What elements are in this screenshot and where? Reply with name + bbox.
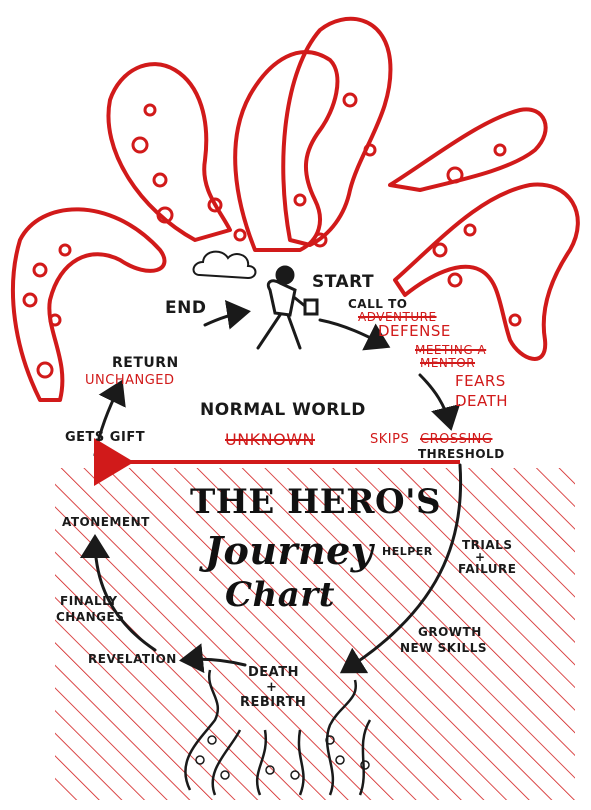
hiker-icon — [256, 265, 319, 350]
label-changes: CHANGES — [56, 610, 125, 624]
label-skips: SKIPS — [370, 432, 410, 447]
label-failure: FAILURE — [458, 562, 517, 576]
tentacle-top-right — [281, 16, 393, 247]
tentacle-center — [233, 50, 340, 252]
label-death-rebirth-3: REBIRTH — [240, 695, 307, 710]
label-new-skills: NEW SKILLS — [400, 641, 487, 655]
label-mentor: MENTOR — [420, 356, 476, 370]
tentacle-left-mid — [106, 62, 232, 242]
unknown-world-hatch — [55, 468, 575, 800]
arc-start-to-call — [318, 318, 391, 351]
label-growth: GROWTH — [418, 625, 482, 639]
chart-title-line1: THE HERO'S — [190, 482, 442, 522]
arc-right-lower — [339, 463, 463, 674]
chart-title-line2: Journey — [205, 528, 374, 573]
label-crossing: CROSSING — [420, 432, 493, 447]
label-fears: FEARS — [455, 372, 506, 390]
label-meeting-a: MEETING A — [415, 343, 487, 357]
label-atonement: ATONEMENT — [62, 515, 150, 529]
label-plus: + — [475, 550, 486, 564]
label-threshold: THRESHOLD — [418, 447, 505, 461]
bottom-tentacles — [184, 669, 372, 796]
label-unchanged: UNCHANGED — [85, 373, 175, 388]
label-end: END — [165, 298, 207, 318]
arc-revelation — [179, 643, 247, 674]
label-return: RETURN — [112, 355, 179, 371]
label-unknown: UNKNOWN — [225, 430, 316, 449]
arc-right-down — [418, 373, 461, 431]
tentacle-far-right — [393, 182, 580, 361]
arc-end-to-start — [203, 299, 251, 330]
chart-title-line3: Chart — [225, 575, 335, 615]
label-normal-world: NORMAL WORLD — [200, 400, 366, 420]
tentacle-right — [388, 107, 548, 192]
label-trials: TRIALS — [462, 538, 513, 552]
tentacle-left — [10, 207, 167, 402]
cloud-icon — [192, 250, 257, 280]
label-death-rebirth-2: + — [266, 680, 278, 695]
label-death-rebirth-1: DEATH — [248, 665, 299, 680]
arc-left-lower — [80, 534, 157, 652]
label-defense: DEFENSE — [378, 322, 451, 340]
label-adventure: ADVENTURE — [358, 310, 437, 324]
label-call-to: CALL TO — [348, 297, 408, 311]
label-gets-gift: GETS GIFT — [65, 430, 146, 445]
label-death: DEATH — [455, 392, 509, 410]
label-helper: HELPER — [382, 545, 433, 558]
label-revelation: REVELATION — [88, 652, 177, 666]
label-finally: FINALLY — [60, 594, 118, 608]
label-start: START — [312, 272, 375, 292]
